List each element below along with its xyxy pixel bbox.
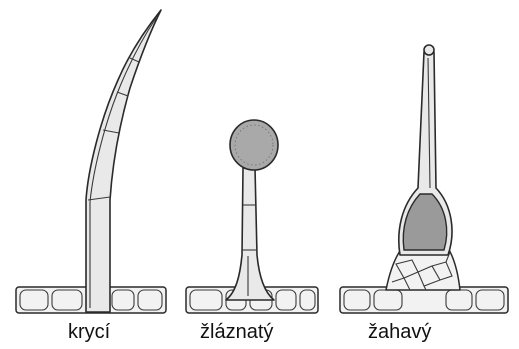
stinging-hair: [399, 45, 452, 255]
covering-trichome: krycí: [16, 10, 166, 343]
covering-hair: [86, 10, 161, 312]
stinging-trichome: žahavý: [340, 45, 508, 343]
glandular-head: [230, 120, 278, 170]
label-covering: krycí: [68, 321, 111, 343]
label-stinging: žahavý: [368, 321, 431, 343]
glandular-trichome: žláznatý: [186, 120, 318, 343]
stinging-epidermis: [340, 287, 508, 313]
glandular-stalk: [226, 168, 274, 300]
label-glandular: žláznatý: [200, 321, 273, 343]
